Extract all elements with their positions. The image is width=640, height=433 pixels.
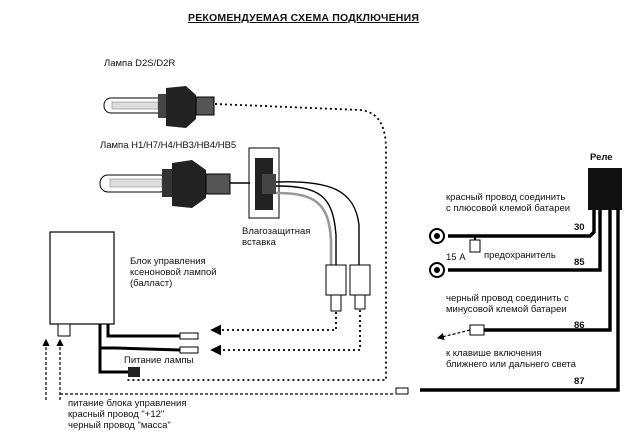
pin85-label: 85 [574, 257, 585, 268]
relay-wires [420, 210, 620, 392]
d2s-dotted-wire [125, 103, 387, 381]
relay-box [588, 168, 622, 210]
battery-terminals [429, 228, 445, 278]
d2s-lamp-label: Лампа D2S/D2R [104, 58, 176, 69]
h-lamp-icon [99, 160, 231, 208]
d2s-lamp-icon [103, 86, 215, 128]
pin86-label: 86 [574, 320, 585, 331]
h-lamp-wires-shade [275, 191, 333, 265]
fuse-label: предохранитель [484, 250, 556, 261]
pin30-label: 30 [574, 222, 585, 233]
pin87-label: 87 [574, 376, 585, 387]
ballast-power-arrows [42, 338, 395, 400]
page-title: РЕКОМЕНДУЕМАЯ СХЕМА ПОДКЛЮЧЕНИЯ [188, 12, 420, 24]
fuse-icon [469, 236, 481, 253]
ballast-input-connector [57, 323, 71, 337]
pin87-plug [395, 387, 409, 395]
ballast-box [49, 231, 115, 325]
lamp-connectors [325, 264, 371, 312]
h-lamp-wires [230, 181, 360, 265]
ballast-plugs [115, 332, 199, 377]
switch-plug [436, 324, 485, 341]
relay-label: Реле [590, 152, 613, 163]
moisture-insert-icon [248, 147, 280, 219]
lamp-power-label: Питание лампы [124, 355, 194, 366]
connector-dotted-wires [210, 310, 361, 356]
ballast-output-wires [98, 324, 180, 374]
fuse-value: 15 А [446, 252, 466, 263]
h-lamp-label: Лампа H1/H7/H4/HB3/HB4/HB5 [100, 140, 237, 151]
